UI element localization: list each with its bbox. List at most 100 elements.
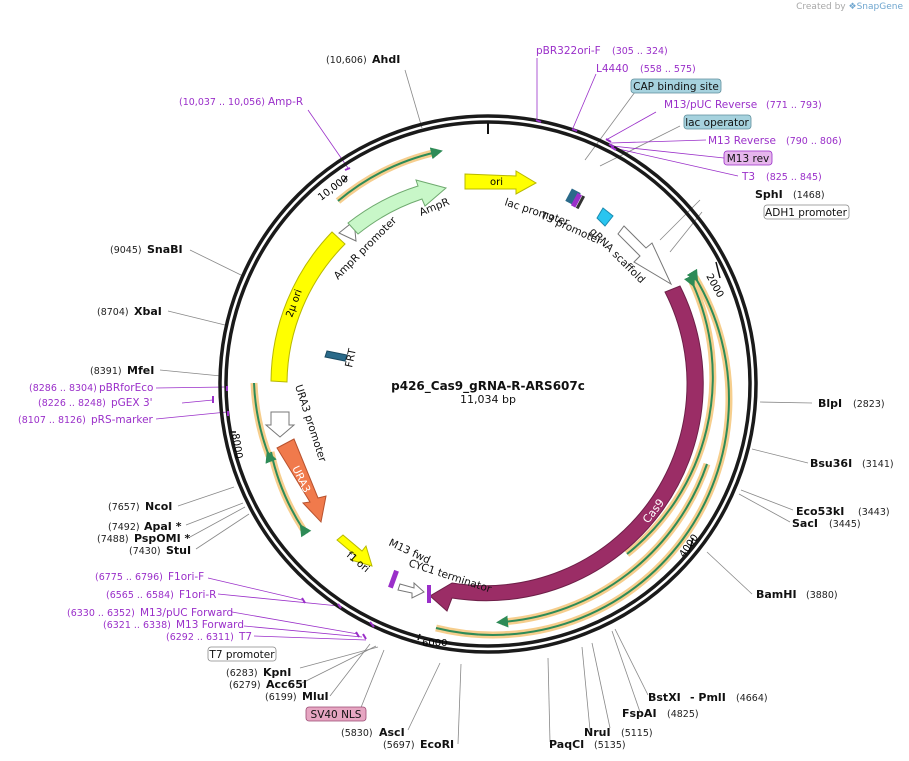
credit-prefix: Created by bbox=[796, 2, 846, 12]
site-name[interactable]: AhdI bbox=[372, 53, 400, 66]
m13-fwd-feature[interactable] bbox=[388, 569, 399, 589]
site-name[interactable]: FspAI bbox=[622, 707, 657, 720]
primer-range: (8107 .. 8126) bbox=[18, 415, 86, 426]
cyc1-terminator-feature[interactable] bbox=[397, 581, 425, 599]
cyc1-primer-mark bbox=[427, 585, 431, 603]
f1-ori-feature[interactable]: f1 ori bbox=[336, 534, 373, 575]
site-name[interactable]: Acc65I bbox=[266, 678, 307, 691]
primer-labels: pBR322ori-F (305 .. 324) L4440 (558 .. 5… bbox=[18, 45, 842, 643]
site-pos: (7657) bbox=[108, 502, 140, 513]
primer-range: (6330 .. 6352) bbox=[67, 608, 135, 619]
site-pos: (6279) bbox=[229, 680, 261, 691]
site-name[interactable]: Bsu36I bbox=[810, 457, 852, 470]
plasmid-length: 11,034 bp bbox=[460, 393, 516, 406]
leader-lines bbox=[159, 69, 813, 745]
lac-region-features[interactable] bbox=[565, 188, 586, 210]
primer-name[interactable]: pBR322ori-F bbox=[536, 45, 601, 57]
site-pos: (7430) bbox=[129, 546, 161, 557]
primer-range: (771 .. 793) bbox=[766, 100, 822, 111]
site-name[interactable]: MfeI bbox=[127, 364, 154, 377]
site-name[interactable]: PspOMI * bbox=[134, 532, 191, 545]
site-name[interactable]: XbaI bbox=[134, 305, 162, 318]
site-name[interactable]: BlpI bbox=[818, 397, 842, 410]
tag-sv40-nls[interactable]: SV40 NLS bbox=[311, 709, 362, 721]
primer-name[interactable]: M13 Forward bbox=[176, 619, 244, 631]
adh1-promoter-arrow[interactable] bbox=[617, 225, 673, 286]
two-micron-ori-feature[interactable]: 2μ ori bbox=[270, 231, 346, 383]
grna-scaffold-feature[interactable] bbox=[596, 207, 614, 227]
backbone-outer bbox=[218, 114, 758, 654]
site-pos: (4664) bbox=[736, 693, 768, 704]
frt-label: FRT bbox=[343, 347, 359, 369]
site-name[interactable]: ApaI * bbox=[144, 520, 182, 533]
primer-range: (305 .. 324) bbox=[612, 46, 668, 57]
plasmid-name: p426_Cas9_gRNA-R-ARS607c bbox=[391, 379, 585, 394]
tick-label: 8000 bbox=[229, 433, 244, 460]
site-pos: (3443) bbox=[858, 507, 890, 518]
site-name[interactable]: SphI bbox=[755, 188, 783, 201]
primer-name[interactable]: T3 bbox=[741, 171, 755, 183]
primer-range: (6775 .. 6796) bbox=[95, 572, 163, 583]
primer-name[interactable]: Amp-R bbox=[268, 96, 303, 108]
site-pos: (5830) bbox=[341, 728, 373, 739]
tag-cap-binding-site[interactable]: CAP binding site bbox=[633, 81, 719, 93]
primer-name[interactable]: pBRforEco bbox=[99, 382, 153, 394]
ampr-feature[interactable]: AmpR bbox=[347, 179, 451, 235]
site-name[interactable]: NruI bbox=[584, 726, 611, 739]
primer-range: (6321 .. 6338) bbox=[103, 620, 171, 631]
ori-label: ori bbox=[490, 177, 503, 188]
tag-t7-promoter[interactable]: T7 promoter bbox=[208, 649, 275, 661]
ura3-promoter-feature[interactable] bbox=[264, 411, 296, 438]
site-name[interactable]: KpnI bbox=[263, 666, 291, 679]
site-name[interactable]: Eco53kI bbox=[796, 505, 844, 518]
ori-feature[interactable]: ori bbox=[464, 170, 538, 195]
site-pos: (1468) bbox=[793, 190, 825, 201]
primer-range: (10,037 .. 10,056) bbox=[179, 97, 265, 108]
site-pos: (4825) bbox=[667, 709, 699, 720]
site-name[interactable]: StuI bbox=[166, 544, 191, 557]
primer-name[interactable]: pGEX 3' bbox=[111, 397, 153, 409]
site-pos: (2823) bbox=[853, 399, 885, 410]
tag-lac-operator[interactable]: lac operator bbox=[685, 117, 749, 129]
site-name[interactable]: EcoRI bbox=[420, 738, 454, 751]
site-pos: (9045) bbox=[110, 245, 142, 256]
site-name[interactable]: SacI bbox=[792, 517, 818, 530]
site-pos: (7488) bbox=[97, 534, 129, 545]
primer-leader-lines bbox=[155, 58, 739, 641]
primer-range: (825 .. 845) bbox=[766, 172, 822, 183]
restriction-sites: (10,606) AhdI SphI (1468) (9045) SnaBI (… bbox=[90, 53, 894, 751]
tag-adh1-promoter[interactable]: ADH1 promoter bbox=[765, 207, 848, 219]
frt-feature[interactable] bbox=[324, 350, 348, 362]
site-name[interactable]: BamHI bbox=[756, 588, 797, 601]
primer-range: (558 .. 575) bbox=[640, 64, 696, 75]
primer-range: (6292 .. 6311) bbox=[166, 632, 234, 643]
grna-scaffold-label: gRNA scaffold bbox=[587, 226, 647, 286]
site-pos: (10,606) bbox=[326, 55, 367, 66]
orf-arrows bbox=[253, 147, 730, 636]
primer-name[interactable]: M13/pUC Reverse bbox=[664, 99, 757, 111]
primer-name[interactable]: M13/pUC Forward bbox=[140, 607, 233, 619]
site-name[interactable]: SnaBI bbox=[147, 243, 183, 256]
primer-range: (6565 .. 6584) bbox=[106, 590, 174, 601]
snapgene-credit: Created by ❖SnapGene bbox=[796, 2, 903, 12]
primer-name[interactable]: L4440 bbox=[596, 63, 629, 75]
site-name[interactable]: AscI bbox=[379, 726, 405, 739]
site-name[interactable]: NcoI bbox=[145, 500, 172, 513]
primer-name[interactable]: F1ori-F bbox=[168, 571, 204, 583]
site-name[interactable]: - PmlI bbox=[690, 691, 726, 704]
primer-range: (8286 .. 8304) bbox=[29, 383, 97, 394]
feature-tags: CAP binding site lac operator M13 rev AD… bbox=[207, 78, 850, 722]
primer-name[interactable]: pRS-marker bbox=[91, 414, 154, 426]
primer-marks bbox=[212, 119, 617, 640]
snapgene-logo-icon: ❖ bbox=[848, 2, 857, 12]
primer-name[interactable]: F1ori-R bbox=[179, 589, 216, 601]
site-name[interactable]: BstXI bbox=[648, 691, 681, 704]
site-pos: (6199) bbox=[265, 692, 297, 703]
primer-name[interactable]: M13 Reverse bbox=[708, 135, 776, 147]
site-name[interactable]: PaqCI bbox=[549, 738, 584, 751]
site-pos: (5135) bbox=[594, 740, 626, 751]
site-name[interactable]: MluI bbox=[302, 690, 329, 703]
tag-m13-rev[interactable]: M13 rev bbox=[727, 153, 770, 165]
primer-name[interactable]: T7 bbox=[238, 631, 252, 643]
